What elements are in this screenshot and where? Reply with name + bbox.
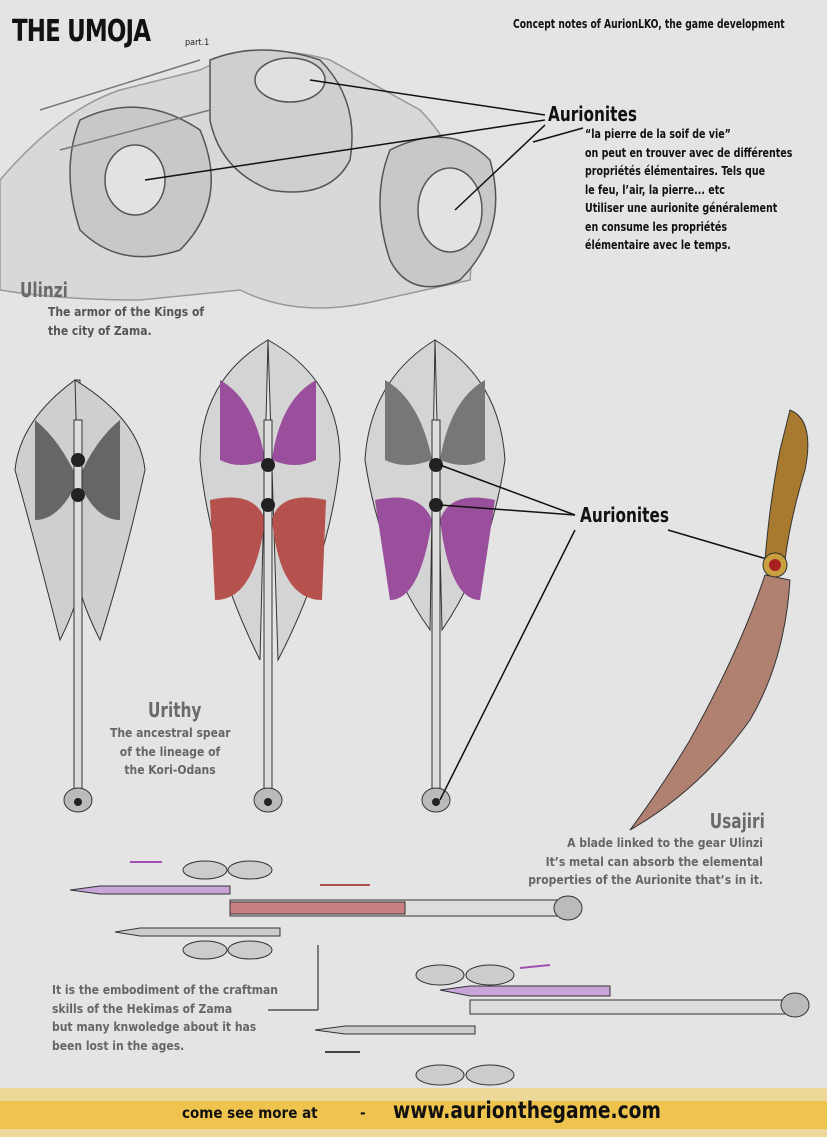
craft-note: It is the embodiment of the craftman ski… bbox=[52, 981, 278, 1055]
exploded-spear-2 bbox=[314, 964, 810, 1086]
usajiri-description: A blade linked to the gear Ulinzi It’s m… bbox=[528, 834, 763, 890]
aurionites-label-mid: Aurionites bbox=[580, 503, 669, 527]
note-line: been lost in the ages. bbox=[52, 1038, 185, 1053]
note-line: It is the embodiment of the craftman bbox=[52, 983, 278, 997]
urithy-spear-grey bbox=[14, 379, 146, 813]
urithy-spear-grey-purple bbox=[364, 339, 506, 813]
ulinzi-description: The armor of the Kings of the city of Za… bbox=[48, 303, 204, 340]
note-line: but many knwoledge about it has bbox=[52, 1020, 257, 1034]
note-line: élémentaire avec le temps. bbox=[585, 238, 731, 252]
concept-notes-caption: Concept notes of AurionLKO, the game dev… bbox=[513, 17, 785, 31]
exploded-spear-1 bbox=[69, 860, 583, 960]
note-line: le feu, l’air, la pierre... etc bbox=[585, 182, 725, 197]
ulinzi-title: Ulinzi bbox=[20, 278, 68, 302]
description-line: It’s metal can absorb the elemental bbox=[545, 854, 763, 869]
aurionites-label-top: Aurionites bbox=[548, 102, 637, 126]
aurionites-notes: “la pierre de la soif de vie” on peut en… bbox=[585, 125, 792, 255]
description-line: of the lineage of bbox=[119, 744, 221, 759]
footer-band bbox=[0, 1101, 827, 1129]
note-line: skills of the Hekimas of Zama bbox=[52, 1001, 233, 1016]
footer-separator: - bbox=[360, 1104, 366, 1122]
description-line: The ancestral spear bbox=[110, 726, 231, 740]
footer-cta: come see more at bbox=[182, 1104, 318, 1122]
urithy-title: Urithy bbox=[148, 698, 202, 722]
note-line: en consume les propriétés bbox=[585, 219, 728, 234]
part-label: part.1 bbox=[185, 38, 210, 48]
urithy-description: The ancestral spear of the lineage of th… bbox=[110, 724, 231, 780]
description-line: properties of the Aurionite that’s in it… bbox=[528, 873, 763, 887]
aurionite-leader-lines-top bbox=[144, 79, 584, 211]
aurionite-leader-lines-mid bbox=[439, 464, 771, 801]
description-line: A blade linked to the gear Ulinzi bbox=[567, 836, 763, 850]
description-line: the city of Zama. bbox=[48, 323, 152, 338]
usajiri-sword bbox=[629, 409, 809, 831]
note-line: on peut en trouver avec de différentes bbox=[585, 145, 793, 160]
note-line: “la pierre de la soif de vie” bbox=[585, 127, 731, 141]
ulinzi-armor-sketch bbox=[0, 49, 497, 309]
page-title: THE UMOJA bbox=[12, 14, 151, 49]
usajiri-title: Usajiri bbox=[709, 809, 765, 833]
urithy-spear-purple-red bbox=[199, 339, 341, 813]
website-link[interactable]: www.aurionthegame.com bbox=[393, 1098, 661, 1124]
description-line: the Kori-Odans bbox=[124, 763, 216, 777]
description-line: The armor of the Kings of bbox=[48, 305, 205, 319]
note-line: Utiliser une aurionite généralement bbox=[585, 201, 778, 215]
note-line: propriétés élémentaires. Tels que bbox=[585, 164, 766, 178]
